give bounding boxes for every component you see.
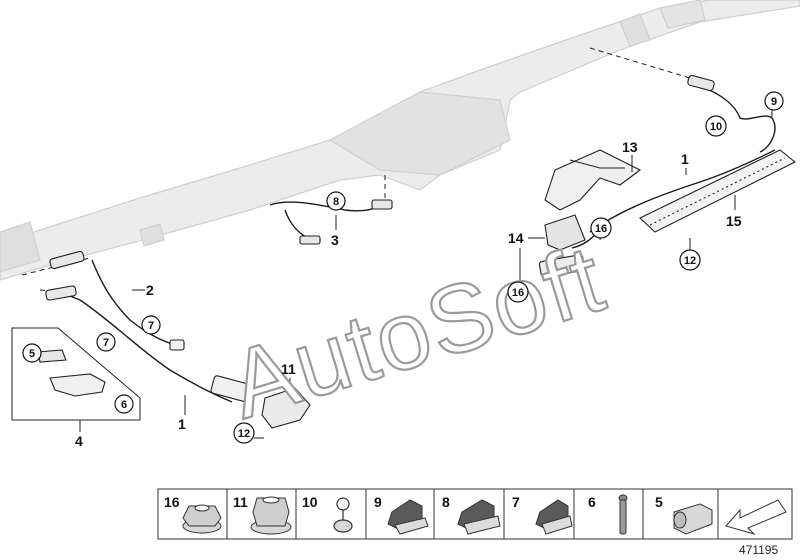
legend-number-7: 7 (512, 494, 520, 510)
callout-12a: 12 (238, 428, 250, 440)
legend-number-8: 8 (442, 494, 450, 510)
expanding-rivet-icon (618, 494, 628, 535)
oxygen-sensor-right (687, 74, 715, 92)
inset-group-4-frame (11, 327, 141, 421)
callout-4: 4 (75, 433, 83, 449)
cable-tie-clip-icon (333, 497, 353, 533)
callout-5: 5 (29, 348, 35, 360)
cable-holder-icon (457, 499, 501, 535)
callout-6-ring (114, 394, 134, 414)
watermark: AutoSoft (218, 225, 617, 440)
legend-number-10: 10 (302, 494, 318, 510)
callout-16b-ring (590, 217, 612, 239)
bracket-parts (37, 149, 797, 429)
circled-callouts (22, 91, 784, 444)
callout-10-ring (705, 115, 727, 137)
callout-1-right: 1 (681, 151, 689, 167)
callout-12b-ring (679, 249, 701, 271)
callout-8: 8 (333, 196, 339, 208)
callout-7b: 7 (103, 337, 109, 349)
callout-16a: 16 (512, 287, 524, 299)
inset-part-bracket (49, 373, 106, 397)
exhaust-system (0, 0, 800, 281)
callout-8-ring (326, 191, 346, 211)
callout-1-left: 1 (178, 416, 186, 432)
callout-5-ring (22, 343, 42, 363)
cable-holder-icon (535, 499, 573, 535)
legend-number-5: 5 (655, 494, 663, 510)
legend-number-9: 9 (374, 494, 382, 510)
connector-left-small (169, 339, 185, 351)
protective-sleeve-icon (673, 503, 713, 535)
callout-16b: 16 (595, 223, 607, 235)
oxygen-sensor-cable-3 (269, 201, 381, 212)
callout-13: 13 (622, 139, 638, 155)
callout-12b: 12 (684, 255, 696, 267)
collar-nut-icon (250, 496, 292, 535)
parts-legend: 16 11 10 9 8 7 6 5 (157, 488, 793, 540)
cable-holder-icon (387, 499, 429, 535)
bracket-13 (544, 149, 642, 211)
callout-12a-ring (233, 422, 255, 444)
callout-7b-ring (96, 332, 116, 352)
oxygen-sensor-cable-1b (589, 149, 776, 233)
oxygen-sensor-cable-9 (694, 84, 776, 153)
callout-3: 3 (331, 232, 339, 248)
connector-mid (538, 254, 586, 278)
callout-11: 11 (281, 361, 296, 377)
callout-9-ring (764, 91, 784, 111)
oxygen-sensor-mid (299, 235, 321, 245)
callout-14: 14 (508, 230, 524, 246)
connector-left (210, 375, 254, 403)
circled-callout-labels: 8 7 7 5 6 12 16 16 12 10 9 (29, 96, 777, 440)
holder-14 (544, 214, 586, 251)
callout-2: 2 (146, 282, 154, 298)
arrow-down-left-icon (725, 499, 787, 536)
oxygen-sensor-top (371, 199, 393, 210)
oxygen-sensor-left-a (49, 250, 85, 270)
callouts: 1 2 3 4 11 13 1 14 15 (75, 139, 742, 449)
legend-number-6: 6 (588, 494, 596, 510)
oxygen-sensor-left-b (45, 285, 77, 301)
oxygen-sensor-cable-2 (91, 259, 179, 347)
holder-11 (261, 387, 311, 429)
callout-15: 15 (726, 213, 742, 229)
callout-9: 9 (771, 96, 777, 108)
callout-16a-ring (507, 281, 529, 303)
inset-part-5 (37, 349, 67, 363)
callout-10: 10 (710, 121, 722, 133)
callout-7a: 7 (148, 320, 154, 332)
legend-number-16: 16 (164, 494, 180, 510)
document-number: 471195 (739, 543, 778, 557)
callout-6: 6 (121, 399, 127, 411)
legend-number-11: 11 (233, 494, 248, 510)
connector-shapes (45, 74, 715, 403)
callout-7a-ring (141, 315, 161, 335)
hex-nut-flange-icon (182, 504, 222, 534)
